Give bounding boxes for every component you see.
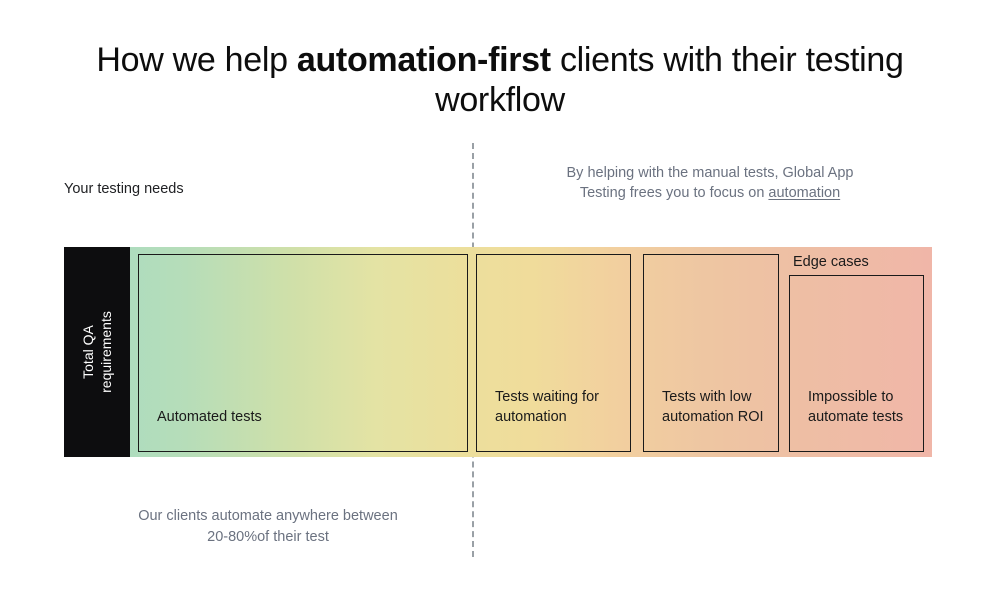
title-part-1: How we help: [96, 41, 297, 79]
sidebar-line-1: Total QA: [80, 325, 97, 379]
bar-gradient-fill: [64, 247, 932, 457]
segment-automated-tests[interactable]: Automated tests: [138, 254, 468, 452]
segment-impossible-to-automate-tests[interactable]: Impossible to automate tests: [789, 275, 924, 452]
segment-label: Impossible to automate tests: [808, 389, 904, 425]
manual-tests-note-line1: By helping with the manual tests, Global…: [566, 165, 854, 181]
automation-range-note: Our clients automate anywhere between 20…: [103, 506, 433, 548]
manual-tests-note-line2: Testing frees you to focus on: [579, 185, 769, 201]
segment-tests-with-low-automation-roi[interactable]: Tests with low automation ROI: [643, 254, 779, 452]
manual-tests-note: By helping with the manual tests, Global…: [515, 163, 905, 203]
edge-cases-label: Edge cases: [793, 254, 869, 270]
segment-label: Automated tests: [157, 409, 262, 425]
page-title: How we help automation-first clients wit…: [60, 40, 940, 120]
qa-requirements-bar: Total QA requirements Automated tests Te…: [64, 247, 932, 457]
your-testing-needs-label: Your testing needs: [64, 181, 184, 197]
automation-link[interactable]: automation: [768, 185, 841, 201]
title-part-2: clients with their testing workflow: [435, 41, 904, 119]
automation-range-note-line2: 20-80%of their test: [207, 529, 329, 545]
segment-tests-waiting-for-automation[interactable]: Tests waiting for automation: [476, 254, 631, 452]
automation-range-note-line1: Our clients automate anywhere between: [138, 508, 398, 524]
title-emphasis: automation-first: [296, 41, 551, 79]
segment-label: Tests with low automation ROI: [662, 389, 764, 425]
sidebar-vertical-text: Total QA requirements: [79, 311, 115, 393]
total-qa-requirements-sidebar: Total QA requirements: [64, 247, 130, 457]
sidebar-line-2: requirements: [98, 311, 115, 393]
segment-label: Tests waiting for automation: [495, 389, 599, 425]
